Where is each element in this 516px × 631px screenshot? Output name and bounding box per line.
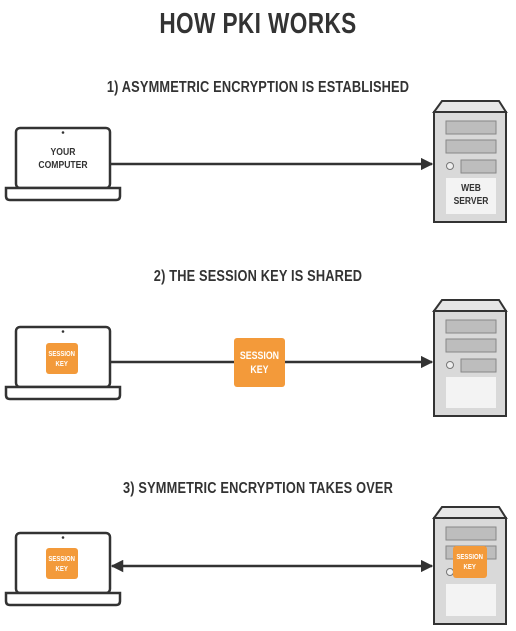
computer-label: YOUR COMPUTER [38,146,88,171]
laptop-icon [4,126,122,202]
step-1-heading: 1) ASYMMETRIC ENCRYPTION IS ESTABLISHED [106,79,410,96]
diagram-title: HOW PKI WORKS [159,8,357,40]
step-3-heading: 3) SYMMETRIC ENCRYPTION TAKES OVER [122,480,393,497]
server-label: WEB SERVER [453,183,489,207]
server-icon [432,299,508,417]
step-2-heading: 2) THE SESSION KEY IS SHARED [153,268,363,285]
server-icon [432,100,508,223]
